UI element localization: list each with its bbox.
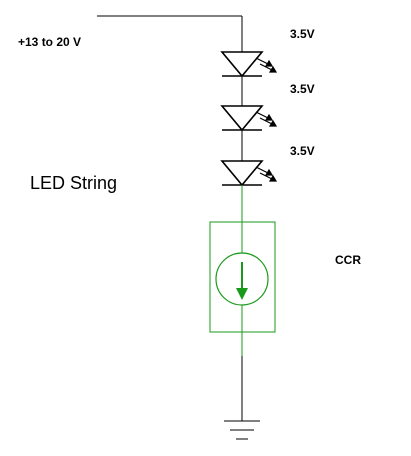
led-1 <box>220 51 278 78</box>
current-direction-arrow <box>236 262 248 300</box>
led-2-light-arrows <box>255 111 278 127</box>
led-3-voltage-label: 3.5V <box>290 144 315 158</box>
led-string-label: LED String <box>30 173 117 193</box>
led-2 <box>220 105 278 132</box>
led-3-light-arrows <box>255 166 278 182</box>
led-1-light-arrows <box>255 57 278 73</box>
ground-symbol <box>224 420 260 440</box>
ccr-label: CCR <box>335 253 361 267</box>
supply-voltage-label: +13 to 20 V <box>18 35 81 49</box>
led-1-voltage-label: 3.5V <box>290 27 315 41</box>
led-3 <box>220 160 278 187</box>
supply-wire <box>97 15 243 52</box>
led-2-voltage-label: 3.5V <box>290 82 315 96</box>
ccr-block <box>209 221 276 333</box>
